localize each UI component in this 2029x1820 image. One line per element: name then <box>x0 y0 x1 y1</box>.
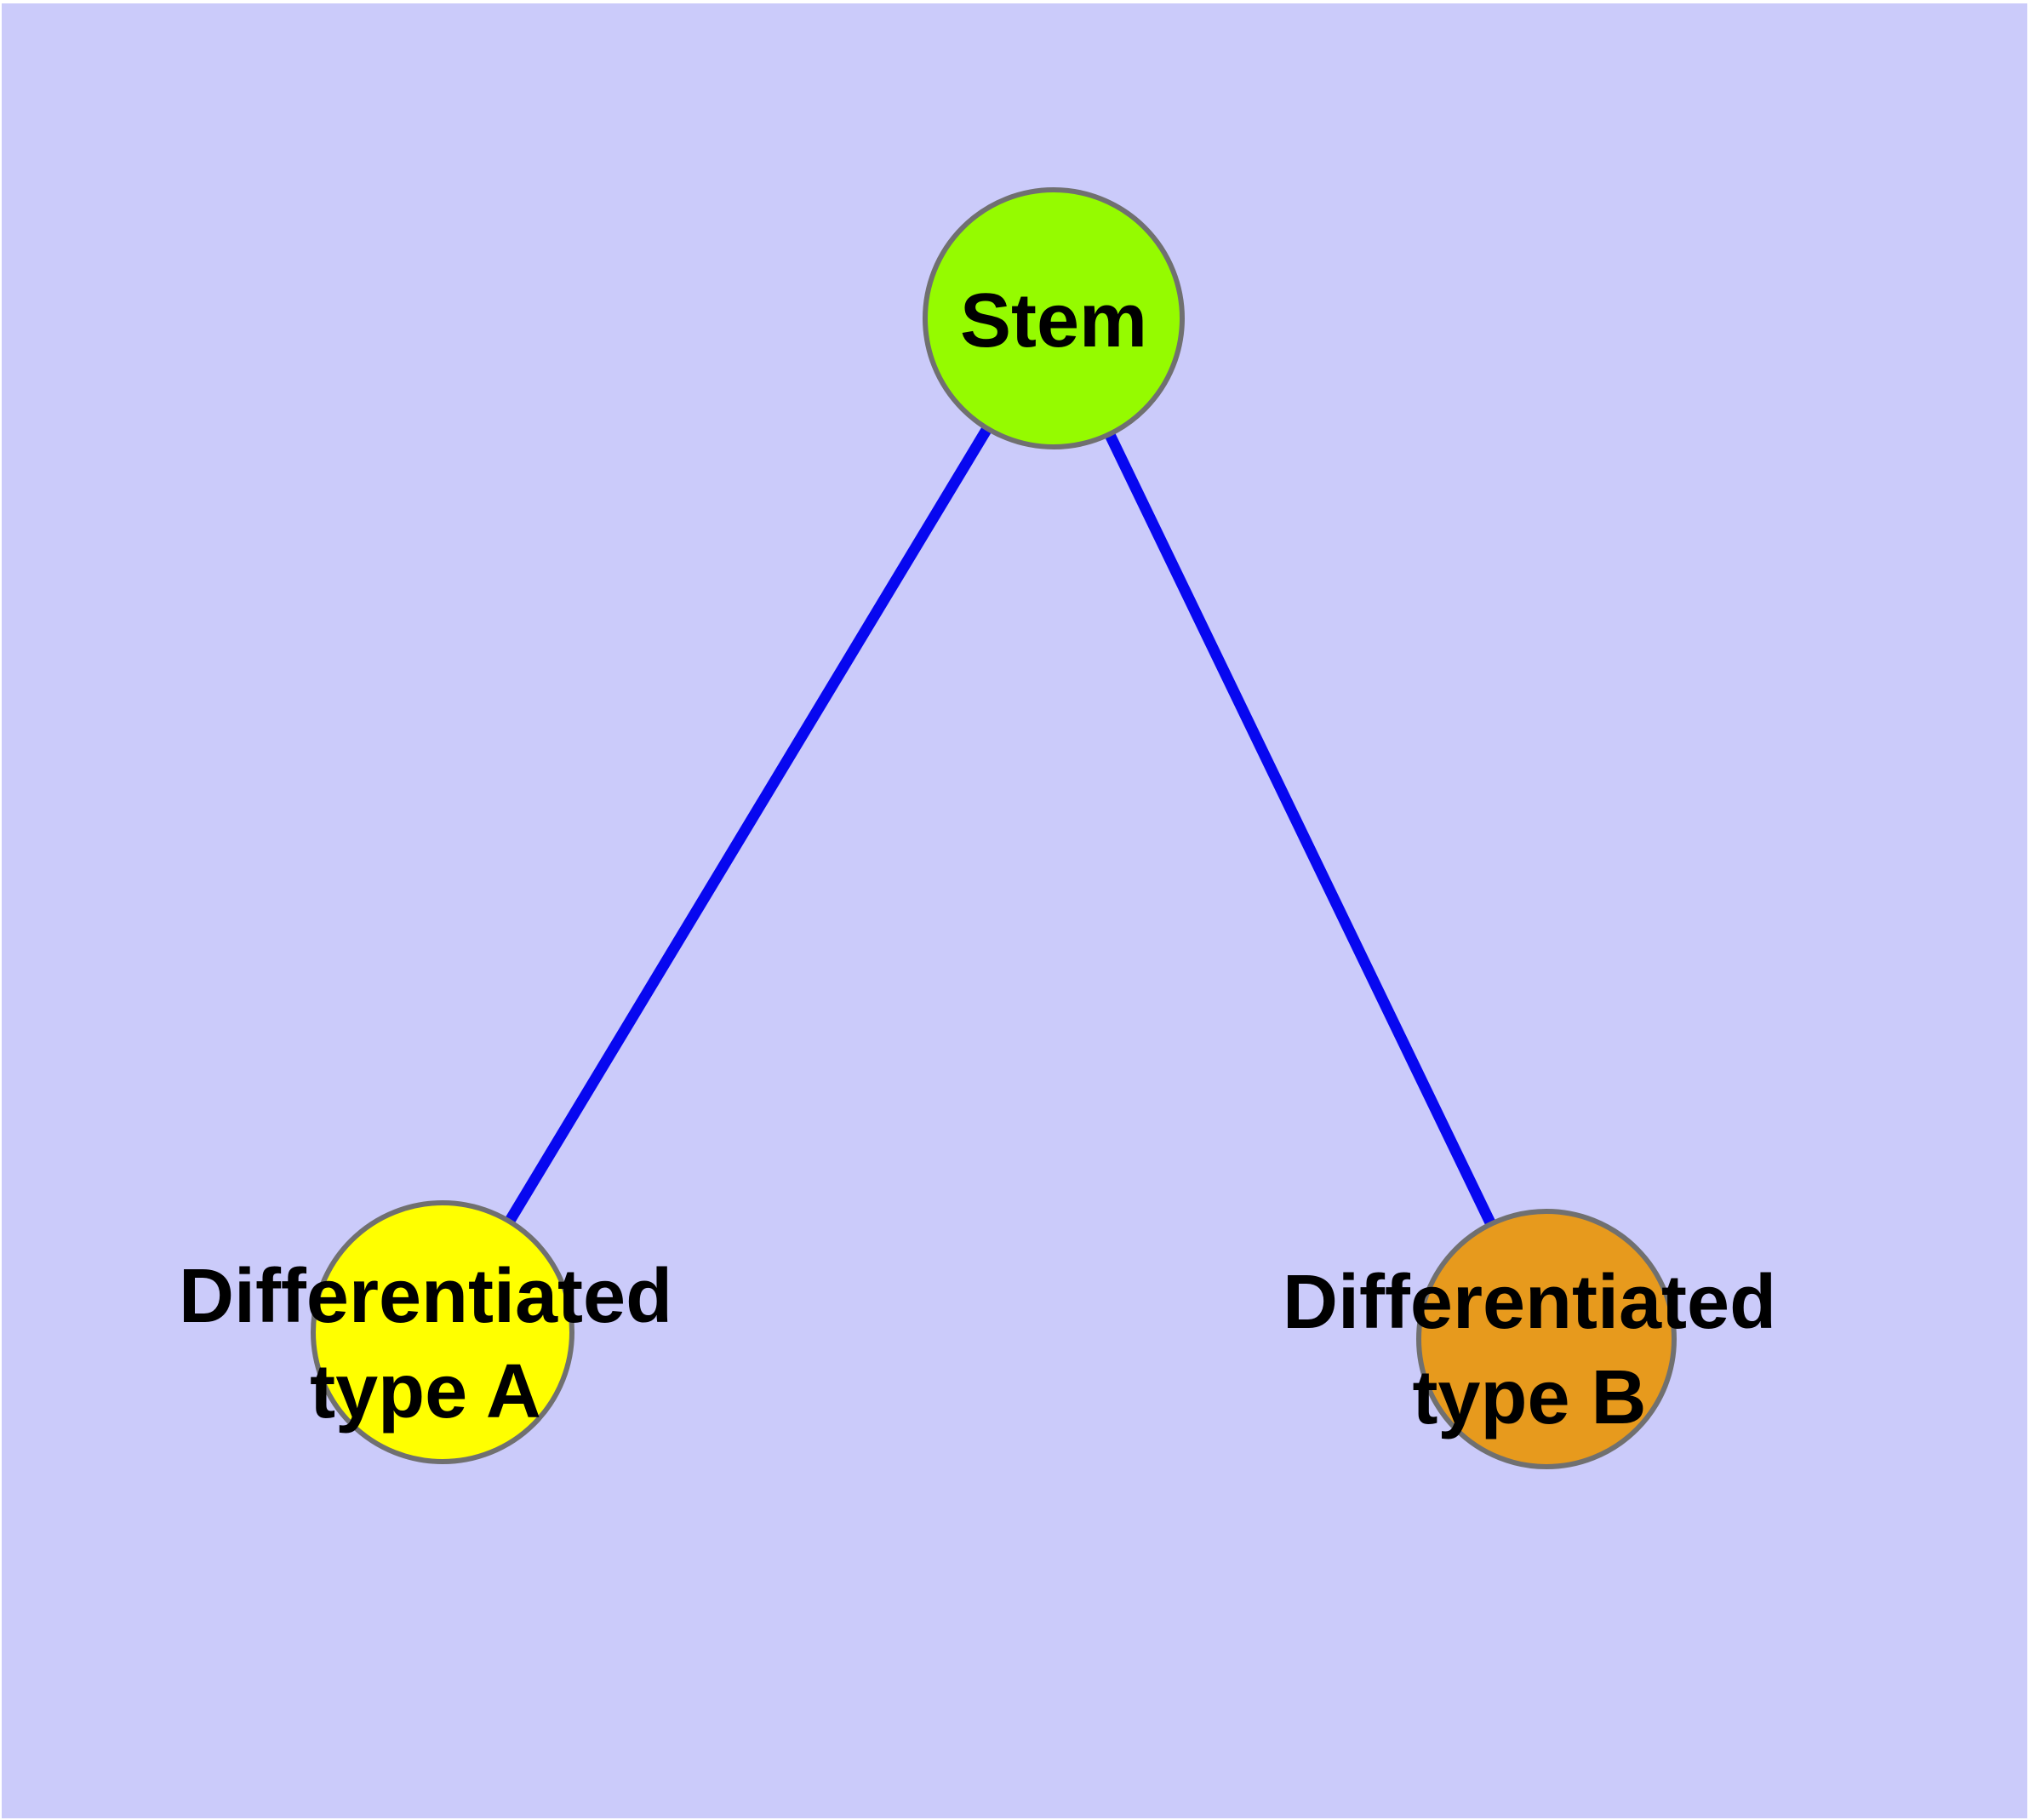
node-differentiated-type-a <box>311 1200 574 1464</box>
node-stem <box>923 187 1185 449</box>
node-differentiated-type-b <box>1416 1209 1677 1469</box>
edge-stem-to-type-a <box>437 315 1059 1336</box>
edge-stem-to-type-b <box>1049 316 1552 1342</box>
